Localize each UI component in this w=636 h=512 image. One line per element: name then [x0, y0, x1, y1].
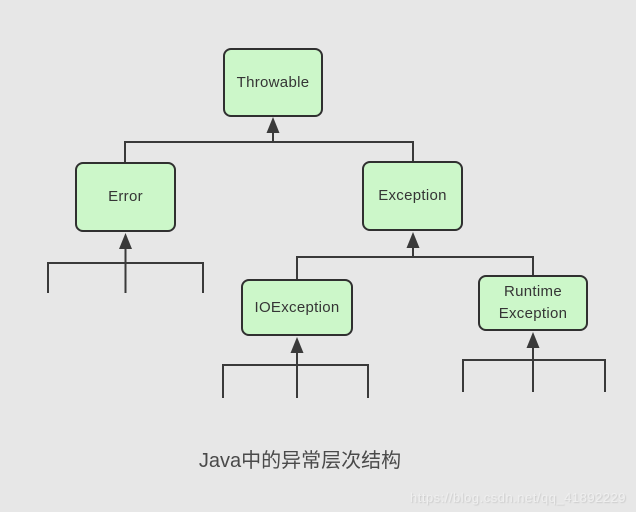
fork-line	[222, 364, 369, 398]
node-exception: Exception	[362, 161, 463, 231]
diagram-caption: Java中的异常层次结构	[198, 450, 402, 472]
node-error: Error	[75, 162, 176, 232]
arrowhead-up-icon	[119, 233, 132, 249]
connector-runtime-subclasses	[462, 332, 606, 392]
arrowhead-up-icon	[406, 232, 420, 248]
arrowhead-up-icon	[526, 332, 540, 348]
branch-line	[124, 141, 414, 162]
watermark-url: https://blog.csdn.net/qq_41892229	[410, 490, 626, 505]
branch-line	[296, 256, 534, 279]
node-runtime-exception: Runtime Exception	[478, 275, 588, 331]
arrowhead-up-icon	[290, 337, 304, 353]
node-throwable: Throwable	[223, 48, 323, 117]
node-ioexception: IOException	[241, 279, 353, 336]
arrowhead-up-icon	[266, 117, 280, 133]
connector-exception-children	[296, 232, 534, 279]
connector-throwable-children	[124, 117, 414, 162]
connector-error-subclasses	[47, 233, 204, 293]
connector-ioexception-subclasses	[222, 337, 369, 398]
